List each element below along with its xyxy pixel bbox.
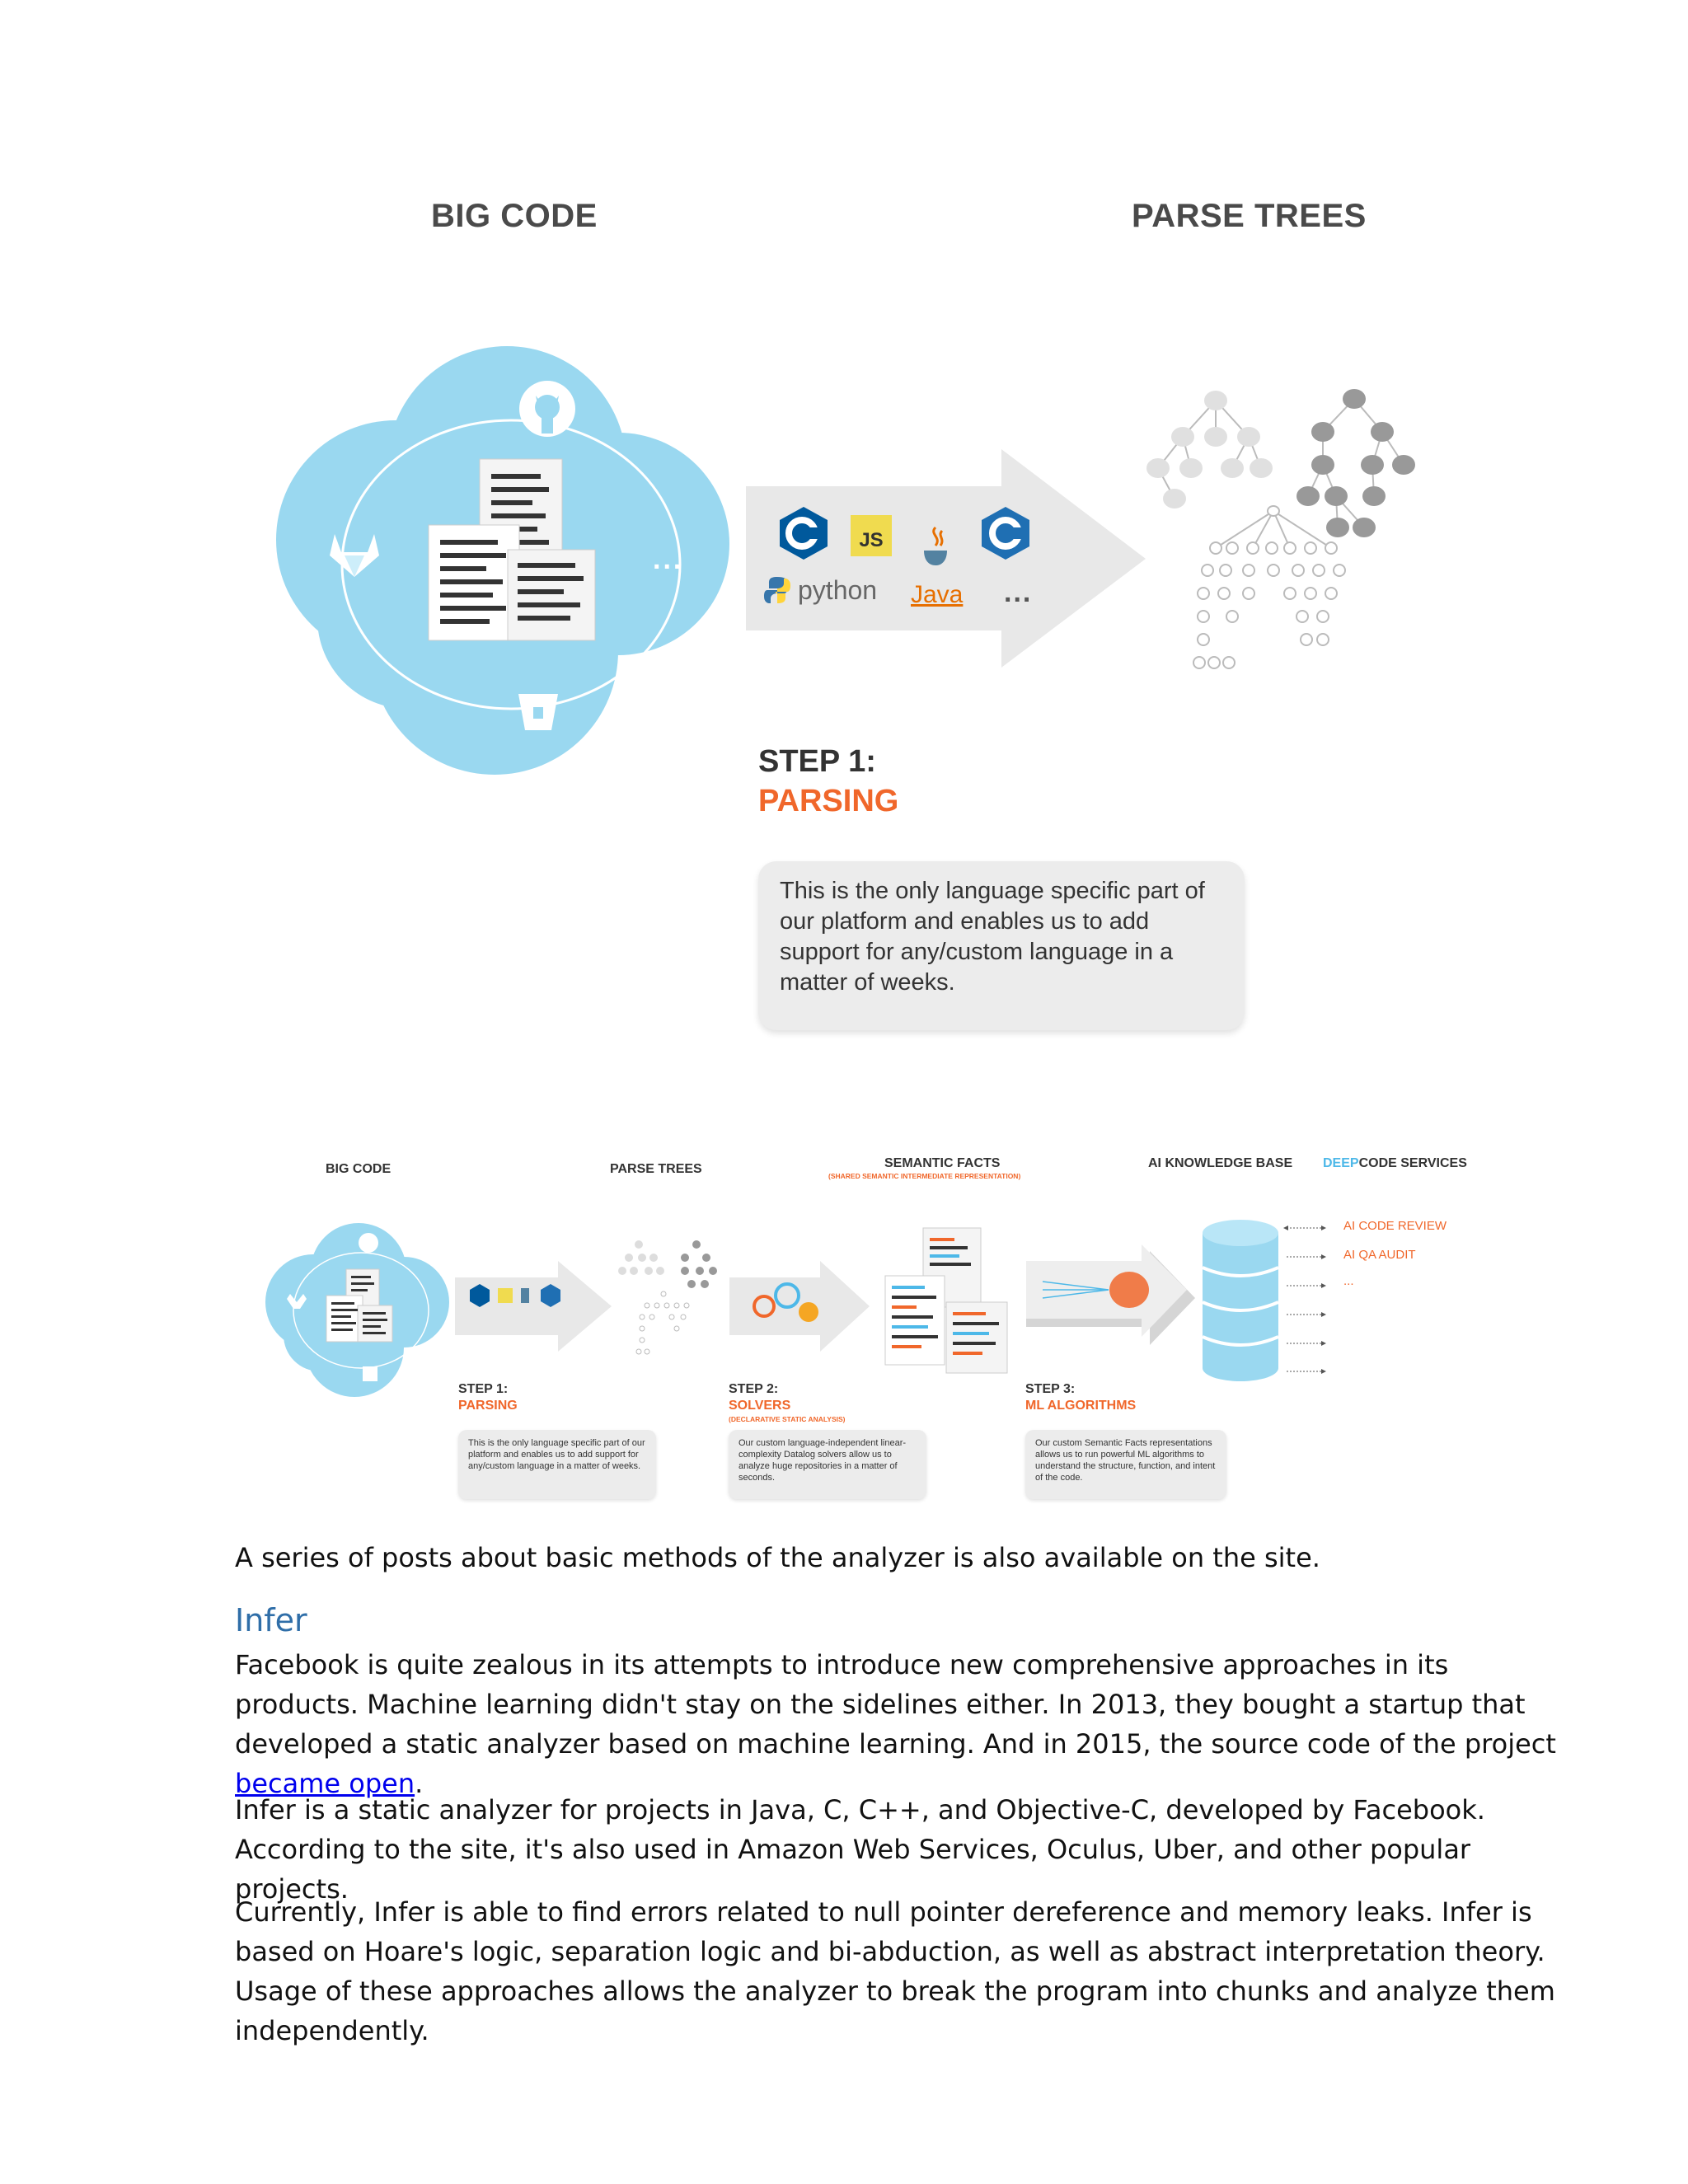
code-documents-icon <box>428 458 596 641</box>
f2-step1-heading: STEP 1: PARSING <box>458 1381 518 1414</box>
java-label: Java <box>911 581 964 608</box>
js-logo-icon: JS <box>851 515 892 556</box>
gitlab-icon <box>330 534 379 577</box>
f2-step2-description: Our custom language-independent linear-c… <box>729 1430 926 1499</box>
f2-step1-name: PARSING <box>458 1399 518 1413</box>
f2-knowledge-base-icon <box>1202 1220 1279 1381</box>
f2-semantic-facts-sublabel: (SHARED SEMANTIC INTERMEDIATE REPRESENTA… <box>828 1172 1021 1180</box>
f2-deepcode-services-label: DEEPCODE SERVICES <box>1323 1156 1467 1170</box>
service-ai-code-review: AI CODE REVIEW <box>1343 1219 1447 1233</box>
parse-trees-icon <box>1146 389 1415 669</box>
f2-semantic-facts-icon <box>884 1227 1008 1374</box>
f2-step3-description: Our custom Semantic Facts representation… <box>1025 1430 1226 1499</box>
more-languages-label: ... <box>1004 577 1033 608</box>
f2-step2-label: STEP 2: <box>729 1382 779 1396</box>
step1-label: STEP 1: <box>758 744 876 779</box>
f2-step1-description: This is the only language specific part … <box>458 1430 656 1499</box>
became-open-link[interactable]: became open <box>235 1768 415 1799</box>
f2-arrow-parsing <box>455 1261 612 1352</box>
step1-heading: STEP 1: PARSING <box>758 742 898 821</box>
f2-step3-name: ML ALGORITHMS <box>1025 1399 1137 1413</box>
service-ai-qa-audit: AI QA AUDIT <box>1343 1248 1416 1262</box>
more-sources-dots: ... <box>653 544 684 575</box>
parsing-arrow <box>746 449 1146 668</box>
step1-description: This is the only language specific part … <box>758 861 1245 1030</box>
f2-step2-heading: STEP 2: SOLVERS <box>729 1381 790 1414</box>
paragraph-infer-capabilities: Currently, Infer is able to find errors … <box>235 1896 1555 2046</box>
paragraph-facebook-text: Facebook is quite zealous in its attempt… <box>235 1649 1556 1760</box>
bitbucket-icon <box>518 694 558 730</box>
paragraph-facebook: Facebook is quite zealous in its attempt… <box>235 1645 1578 1803</box>
java-cup-icon <box>924 526 947 565</box>
step1-name: PARSING <box>758 784 899 818</box>
paragraph-posts: A series of posts about basic methods of… <box>235 1542 1320 1573</box>
f2-step1-label: STEP 1: <box>458 1382 509 1396</box>
f2-step2-sublabel: (DECLARATIVE STATIC ANALYSIS) <box>729 1415 846 1423</box>
github-icon <box>519 381 575 437</box>
python-label: python <box>798 575 878 605</box>
f2-ai-kb-label: AI KNOWLEDGE BASE <box>1148 1156 1293 1170</box>
big-code-title: BIG CODE <box>431 198 598 234</box>
python-logo-icon <box>764 577 790 603</box>
f2-step3-heading: STEP 3: ML ALGORITHMS <box>1025 1381 1136 1414</box>
paragraph-facebook-end: . <box>415 1768 424 1799</box>
svg-text:JS: JS <box>859 529 883 551</box>
f2-service-arrows <box>1283 1226 1326 1374</box>
f2-semantic-facts-label: SEMANTIC FACTS <box>884 1156 1001 1170</box>
paragraph-infer-description: Infer is a static analyzer for projects … <box>235 1794 1485 1905</box>
f2-step2-name: SOLVERS <box>729 1399 791 1413</box>
f2-big-code-label: BIG CODE <box>326 1162 392 1176</box>
section-heading-infer: Infer <box>235 1602 307 1638</box>
service-more: ... <box>1343 1274 1354 1288</box>
f2-step3-label: STEP 3: <box>1025 1382 1076 1396</box>
f2-big-code-cloud <box>265 1223 449 1397</box>
f2-arrow-solvers <box>729 1261 870 1352</box>
f2-parse-trees-icon <box>618 1240 717 1355</box>
c-logo-icon <box>982 507 1029 560</box>
f2-parse-trees-label: PARSE TREES <box>610 1162 702 1176</box>
parse-trees-title: PARSE TREES <box>1132 198 1367 234</box>
cpp-logo-icon <box>780 507 828 560</box>
f2-arrow-ml <box>1026 1244 1195 1345</box>
